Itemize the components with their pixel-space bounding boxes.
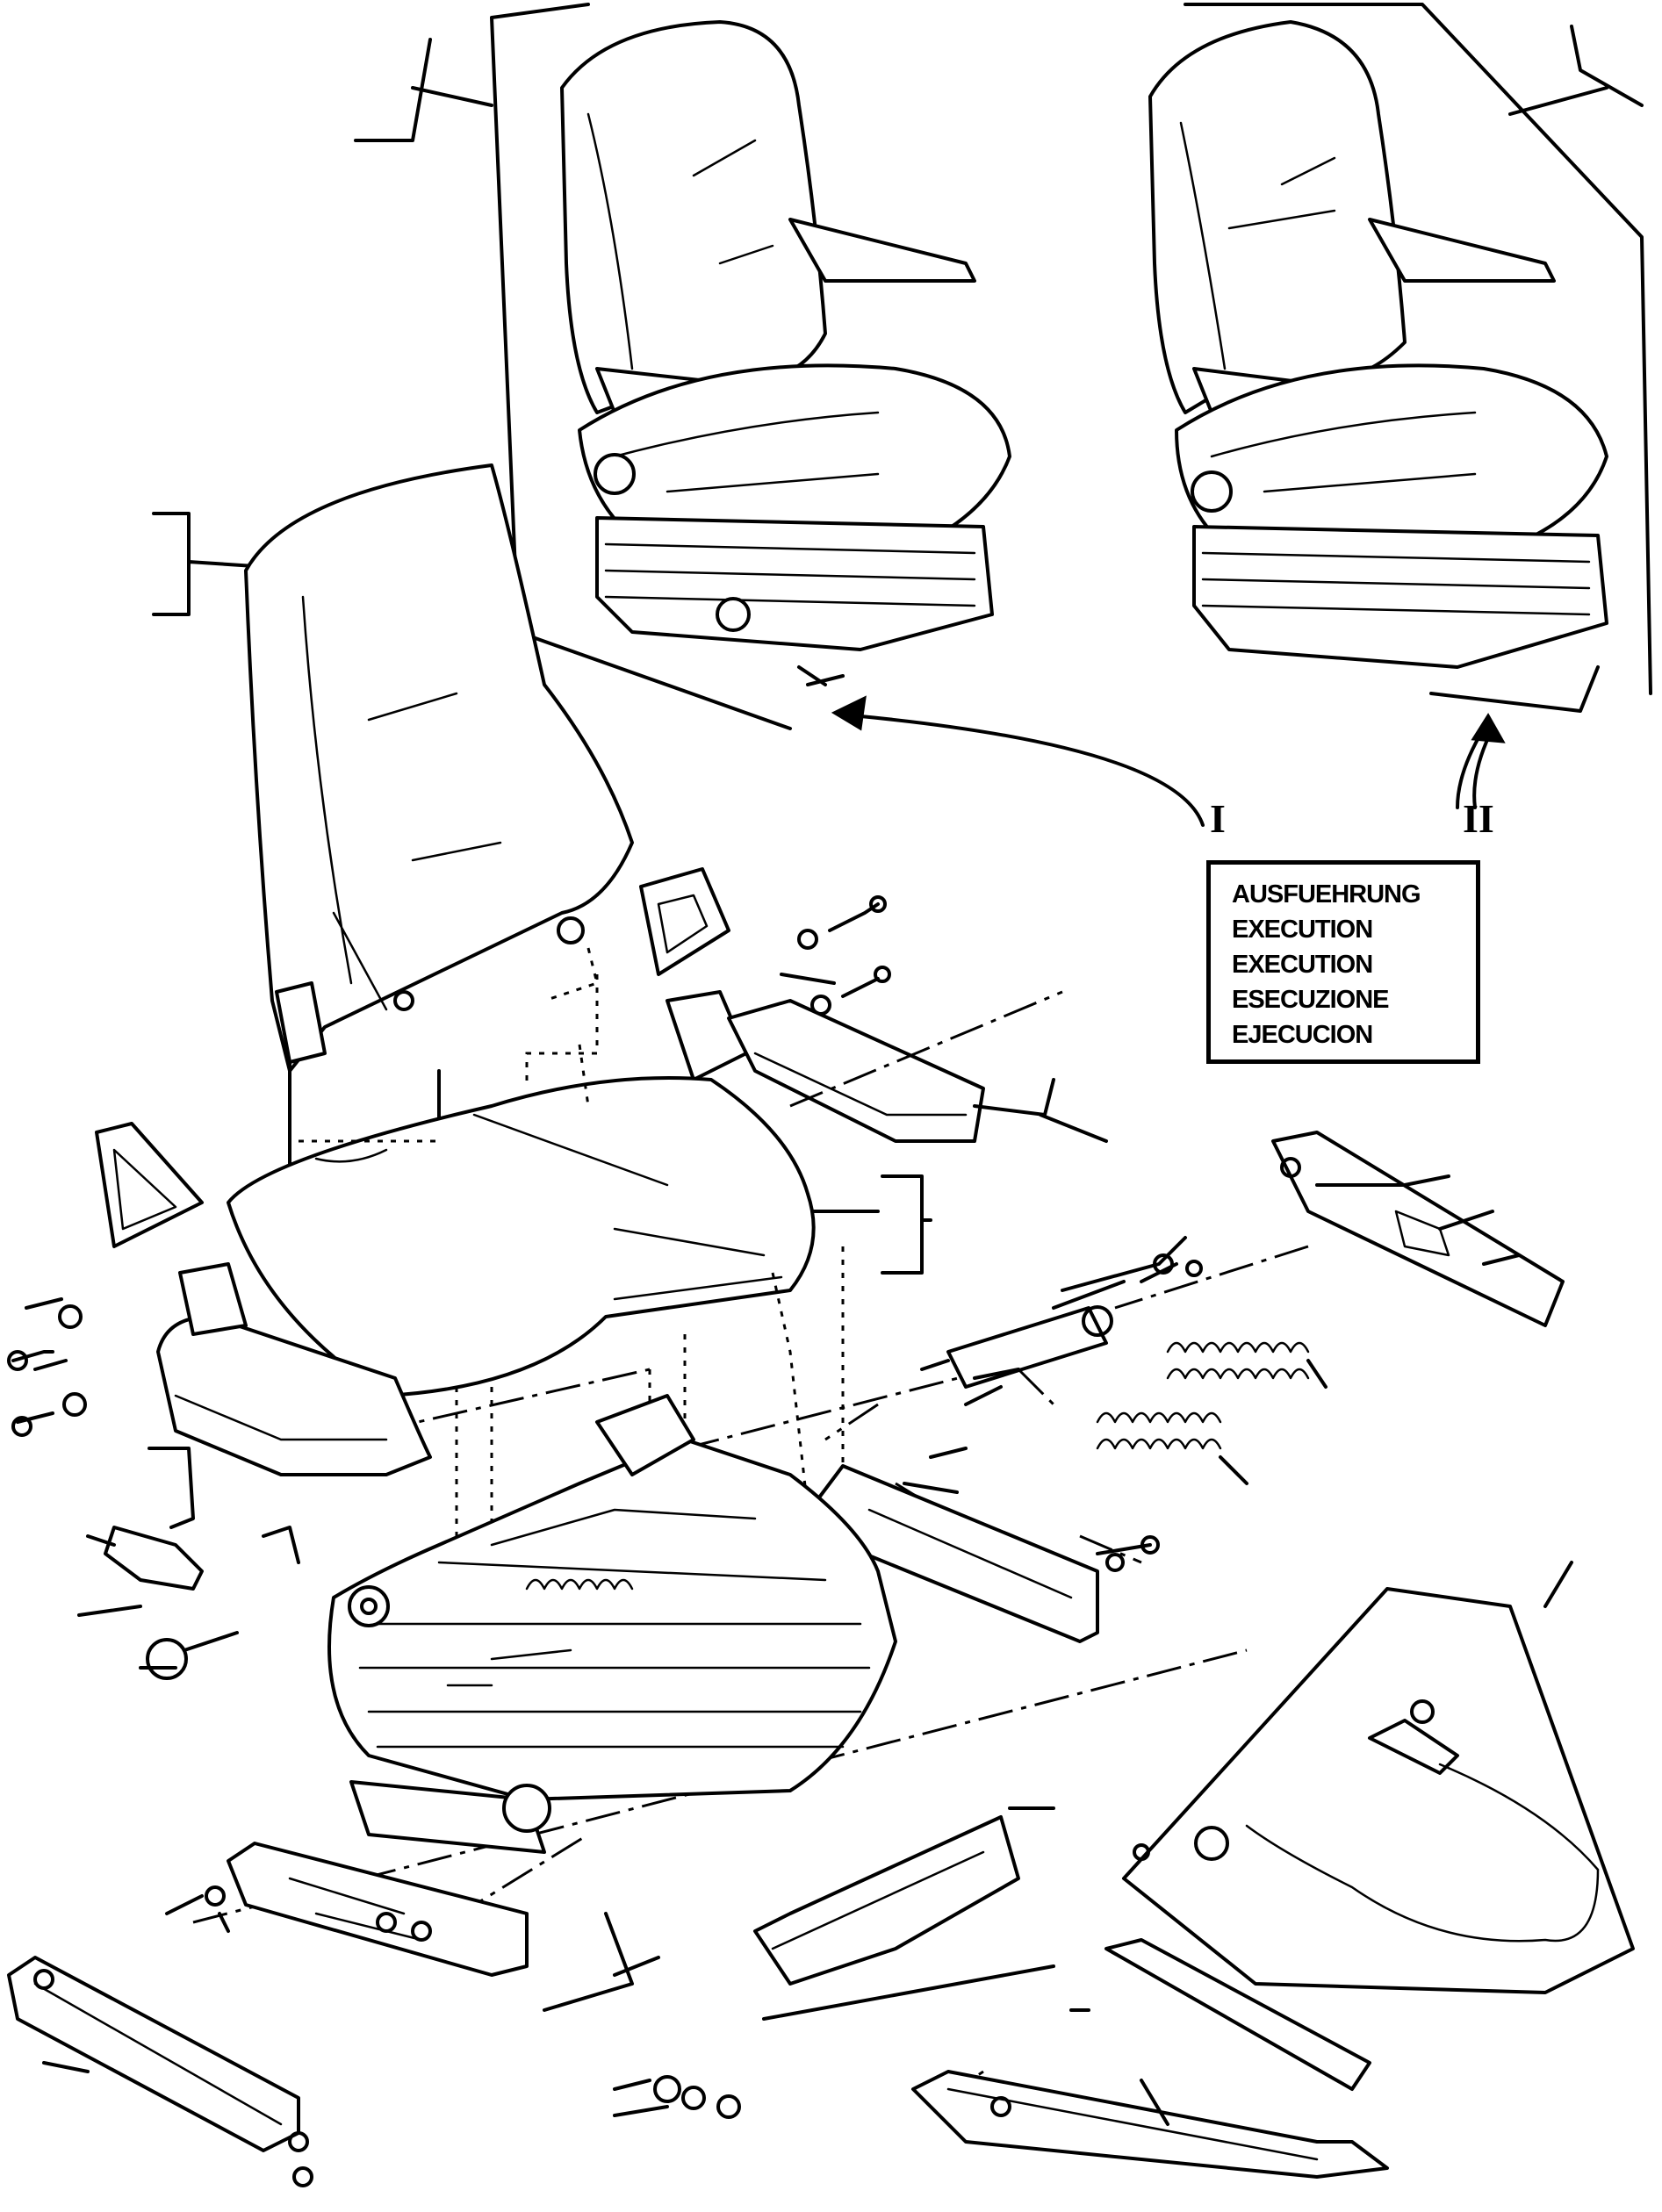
bolt-set-upper [780,895,891,1016]
armrest-left [147,1262,432,1529]
seat-suspension-frame [327,1394,897,1854]
seat-assembly-variant-1 [354,3,1011,730]
variant-arrows [831,695,1506,827]
legend-line-french: EXECUTION [1232,951,1373,979]
legend-line-german: AUSFUEHRUNG [1232,880,1421,908]
variant-1-label: I [1210,796,1226,841]
lower-slide-rail-left [165,1842,529,1977]
legend-line-english: EXECUTION [1232,916,1373,944]
washer-set-bottom [292,2075,741,2187]
leader-lines [973,1174,1521,1555]
seat-slide-rail-right [1271,1131,1565,1327]
coil-springs [1096,1341,1327,1485]
variant-2-label: II [1463,796,1494,841]
execution-legend-box: AUSFUEHRUNG EXECUTION EXECUTION ESECUZIO… [1206,860,1480,1064]
seat-assembly-variant-2 [1148,3,1652,713]
lower-front-rail [7,1956,309,2152]
mounting-plates [911,1938,1389,2179]
backrest [152,463,634,1073]
legend-line-spanish: EJECUCION [1232,1021,1373,1049]
seat-cushion [227,1060,932,1397]
backrest-hinge-brackets [95,867,748,1248]
seat-belt-plate [1122,1561,1635,1994]
armrest-right [727,999,1108,1143]
gas-spring [920,1236,1203,1406]
legend-line-italian: ESECUZIONE [1232,986,1390,1014]
base-bracket [543,1806,1055,2021]
shock-absorber-parts [77,1526,300,1680]
bolt-set-left [7,1297,87,1437]
